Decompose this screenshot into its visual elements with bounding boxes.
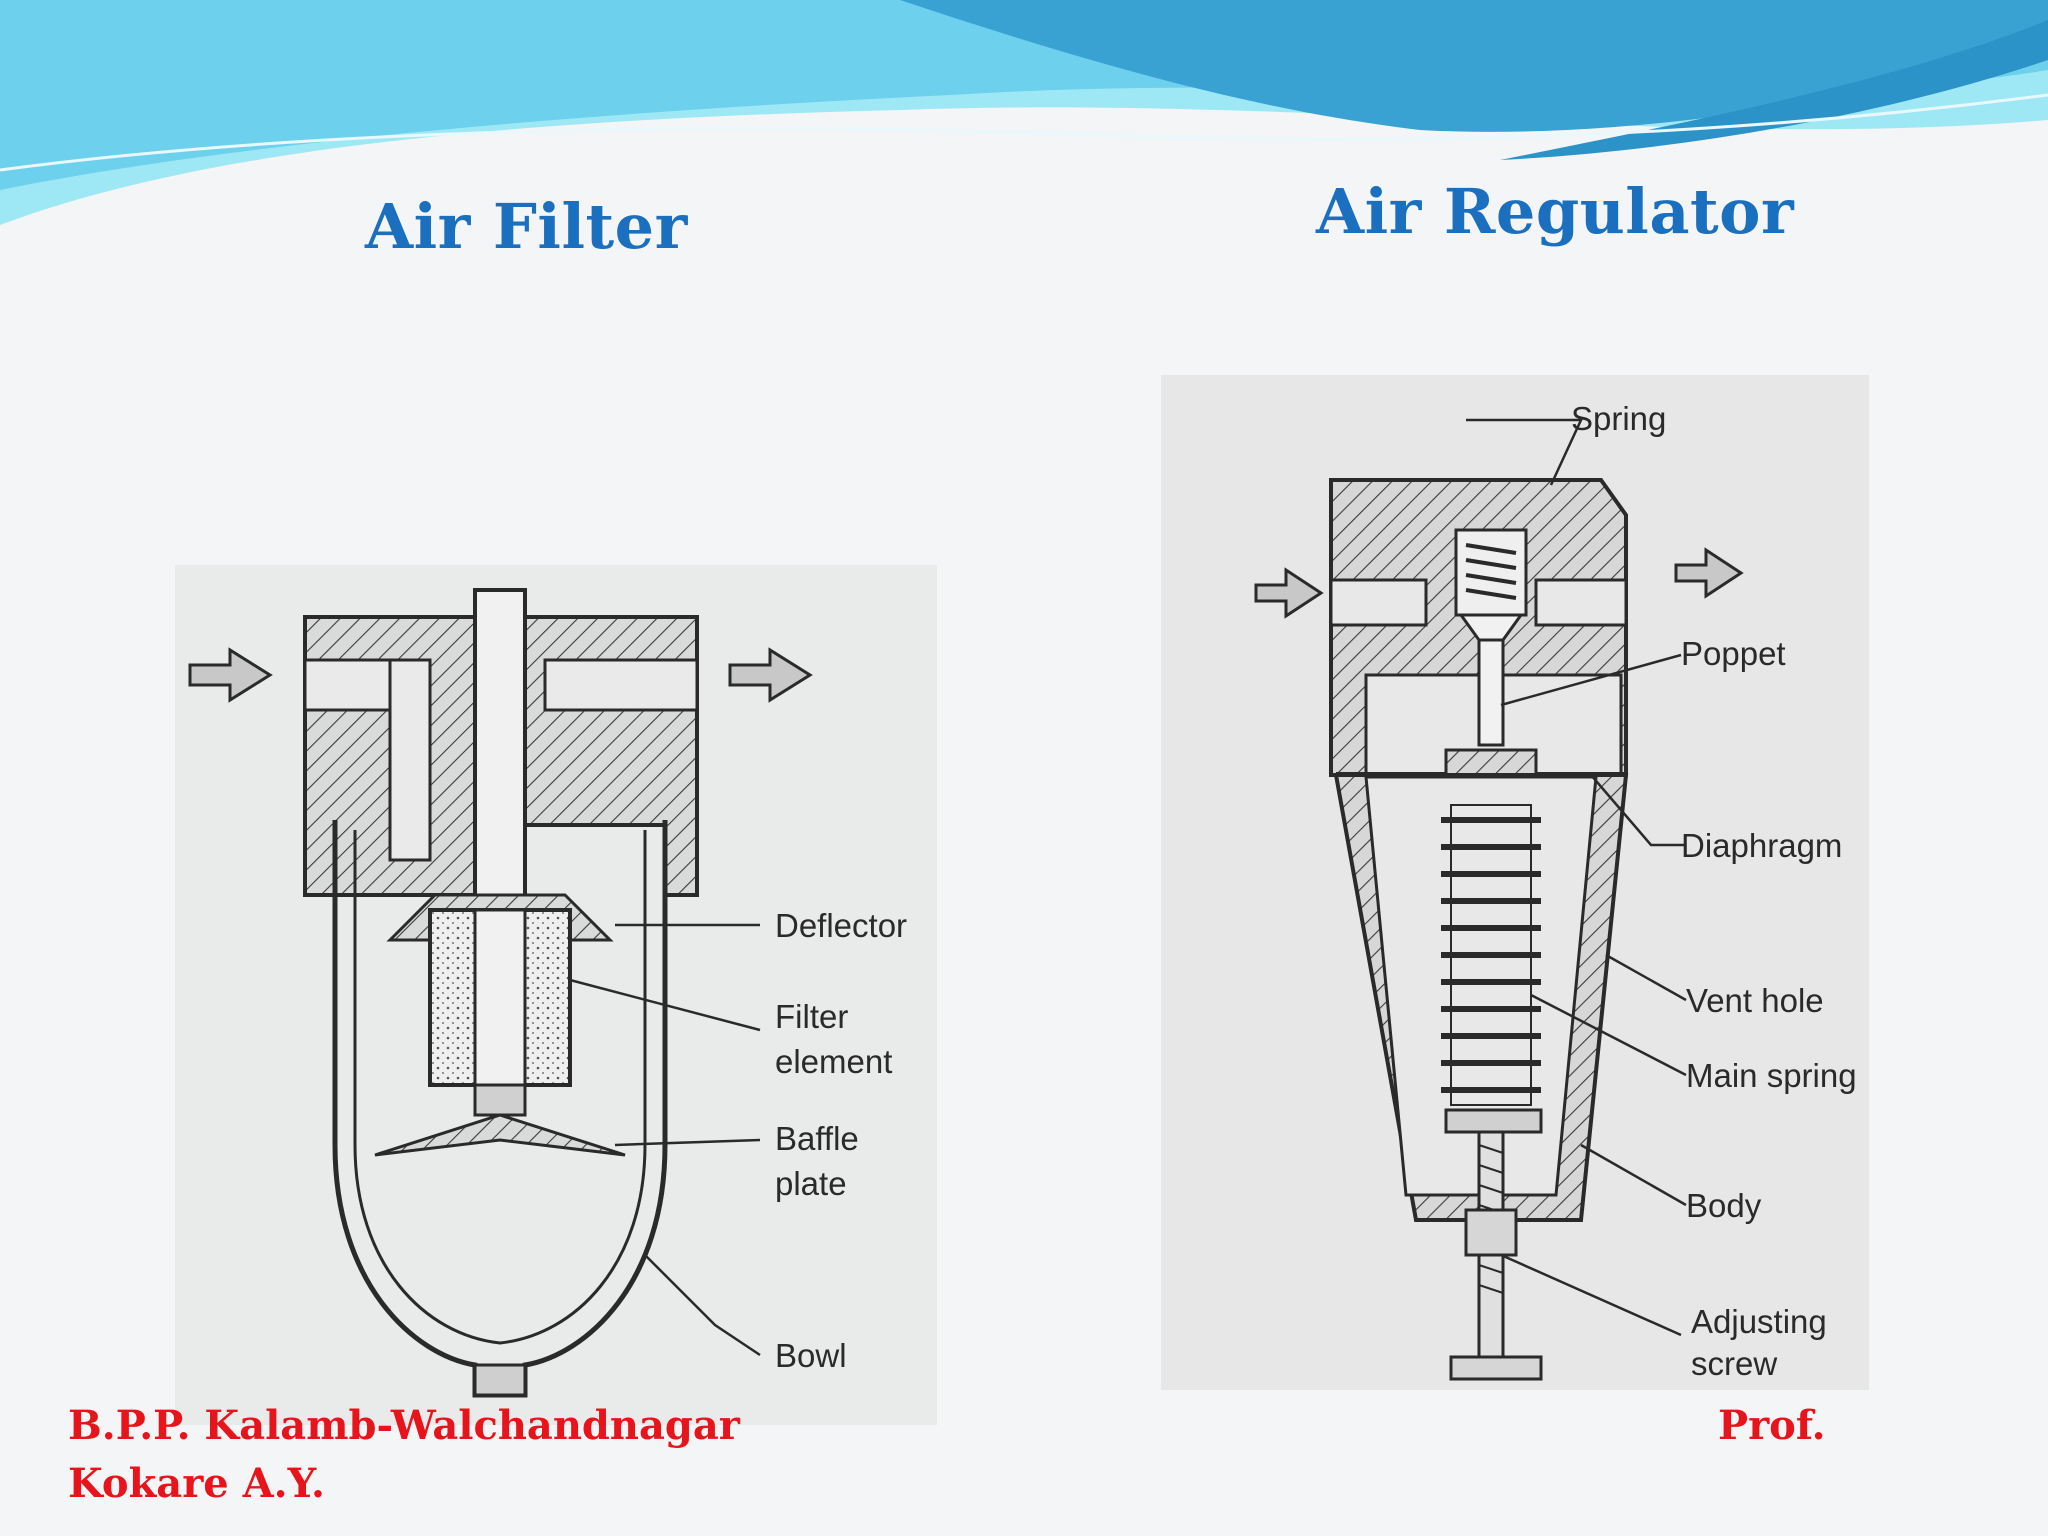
- label-adjusting-screw-1: Adjusting: [1691, 1303, 1827, 1340]
- header-wave-decoration: [0, 0, 2048, 225]
- label-deflector: Deflector: [775, 907, 907, 944]
- inlet-arrow-icon: [188, 647, 273, 703]
- air-regulator-title: Air Regulator: [1316, 175, 1795, 248]
- outlet-arrow-icon: [728, 647, 813, 703]
- adjusting-screw-knob: [1449, 1355, 1543, 1381]
- label-filter-element-2: element: [775, 1043, 892, 1080]
- label-poppet: Poppet: [1681, 635, 1786, 672]
- label-spring: Spring: [1571, 400, 1666, 437]
- footer-author-name: Kokare A.Y.: [68, 1460, 325, 1507]
- footer-institute: B.P.P. Kalamb-Walchandnagar: [68, 1402, 740, 1449]
- label-filter-element-1: Filter: [775, 998, 848, 1035]
- regulator-inlet-arrow-icon: [1254, 567, 1324, 619]
- air-regulator-diagram: Spring Poppet Diaphragm Vent hole Main s…: [1161, 375, 1869, 1390]
- air-filter-title: Air Filter: [365, 190, 688, 263]
- label-diaphragm: Diaphragm: [1681, 827, 1842, 864]
- label-main-spring: Main spring: [1686, 1057, 1857, 1094]
- air-filter-diagram: Deflector Filter element Baffle plate Bo…: [175, 565, 937, 1425]
- regulator-outlet-arrow-icon: [1674, 547, 1744, 599]
- label-vent-hole: Vent hole: [1686, 982, 1824, 1019]
- footer-author-title: Prof.: [1718, 1402, 1826, 1449]
- label-body: Body: [1686, 1187, 1762, 1224]
- main-spring-shape: [1441, 817, 1541, 1093]
- label-baffle-plate-1: Baffle: [775, 1120, 859, 1157]
- label-adjusting-screw-2: screw: [1691, 1345, 1777, 1382]
- baffle-plate: [374, 1113, 626, 1157]
- label-bowl: Bowl: [775, 1337, 847, 1374]
- label-baffle-plate-2: plate: [775, 1165, 847, 1202]
